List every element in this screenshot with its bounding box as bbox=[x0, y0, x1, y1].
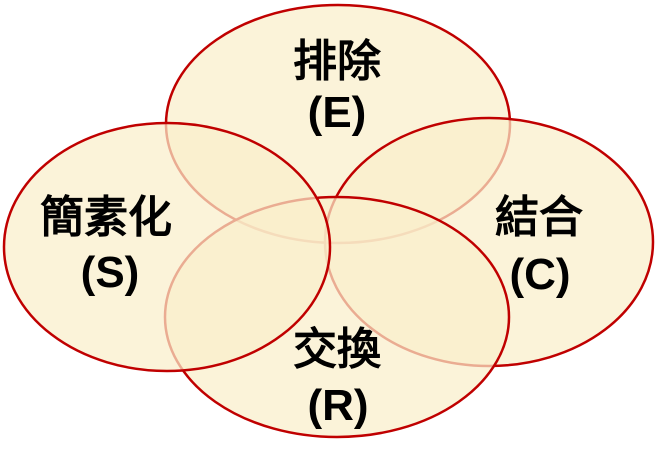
label-eliminate: 排除 bbox=[293, 37, 382, 86]
symbol-exchange: (R) bbox=[307, 381, 368, 430]
label-combine: 結合 bbox=[495, 193, 583, 242]
symbol-combine: (C) bbox=[509, 250, 570, 299]
symbol-simplify: (S) bbox=[81, 248, 140, 297]
symbol-eliminate: (E) bbox=[308, 88, 367, 137]
label-exchange: 交換 bbox=[293, 325, 382, 374]
label-simplify: 簡素化 bbox=[40, 193, 172, 242]
ellipse-simplify bbox=[2, 121, 332, 373]
